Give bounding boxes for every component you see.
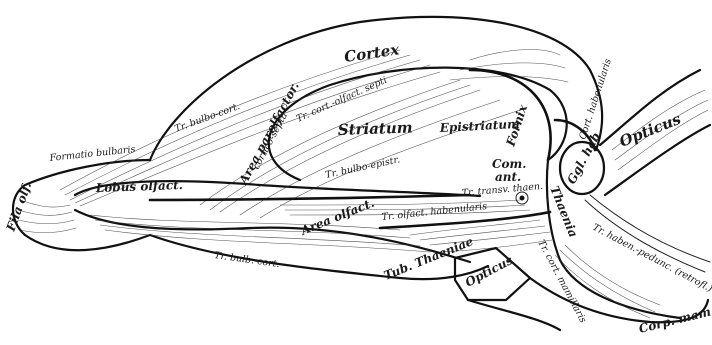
label-lobus-olfact: Lobus olfact. [95, 178, 183, 195]
label-tr-transv-thaen: Tr. transv. thaen. [461, 181, 543, 199]
label-tr-bulbo-cort-upper: Tr. bulbo-cort. [173, 101, 241, 135]
label-tr-bulbo-epistr: Tr. bulbo-epistr. [324, 154, 401, 181]
commissura-anterior-core [520, 196, 525, 201]
label-tr-haben-pedunc: Tr. haben.-pedunc. (retrofl.) [591, 222, 712, 295]
label-cortex: Cortex [343, 40, 401, 66]
label-striatum: Striatum [338, 118, 413, 139]
label-opticus-lower: Opticus [463, 253, 515, 290]
labels: Cortex Tr. cort.-olfact. septi Tr. bulbo… [3, 40, 712, 336]
label-corp-mam: Corp. mam. [637, 303, 712, 335]
label-fila-olf: Fila olf. [3, 180, 34, 234]
optic-lower-outline [468, 300, 560, 330]
label-opticus-right: Opticus [617, 110, 684, 151]
label-tr-bulb-cort-lower: Tr. bulb.-cort. [214, 250, 281, 270]
label-com-ant: Com. [492, 157, 526, 171]
label-tr-cort-mamillaris: Tr. cort. mamillaris [535, 238, 588, 325]
label-com-ant-2: ant. [495, 170, 521, 184]
tract-bulbo-epistr [150, 195, 470, 200]
